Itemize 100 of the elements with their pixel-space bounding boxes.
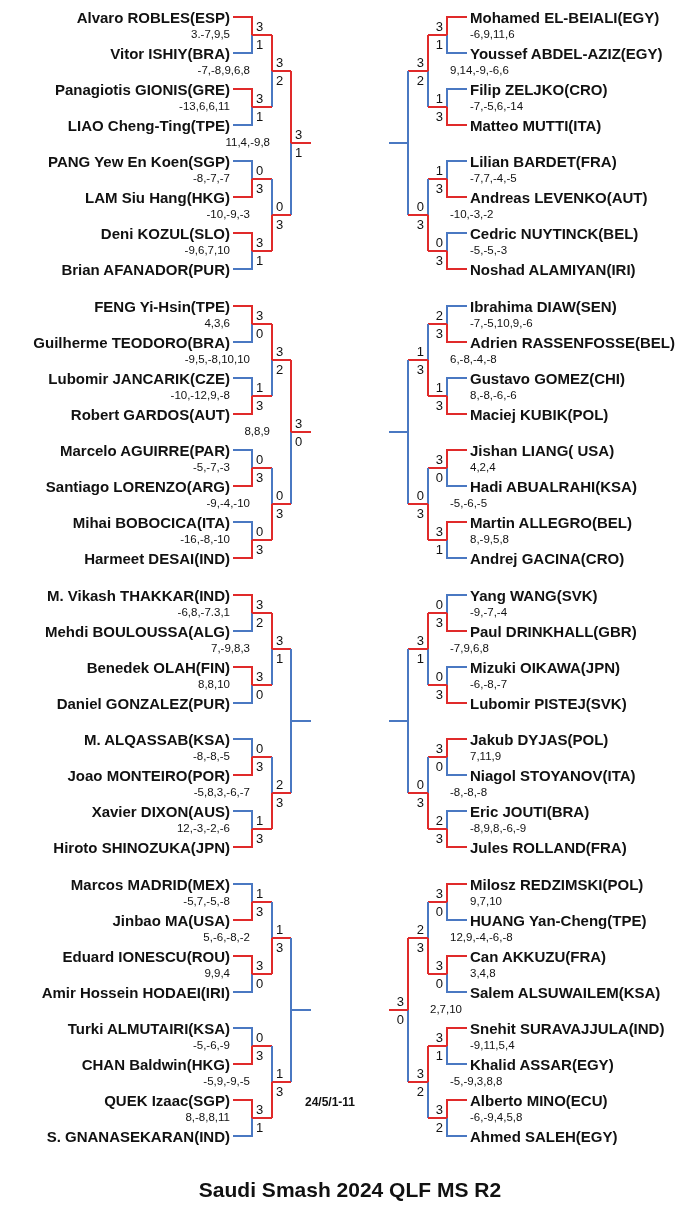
game-scores: -9,6,7,10	[184, 245, 230, 257]
player-name: Mizuki OIKAWA(JPN)	[470, 659, 620, 675]
set-score: 3	[256, 759, 264, 773]
set-score: 3	[276, 344, 284, 358]
set-score: 1	[435, 91, 443, 105]
set-score: 0	[256, 687, 264, 701]
game-scores: -5,-9,3,8,8	[450, 1076, 503, 1088]
player-name: Can AKKUZU(FRA)	[470, 948, 607, 964]
set-score: 1	[435, 163, 443, 177]
game-scores: -6,8,-7.3,1	[177, 607, 230, 619]
game-scores: 4,2,4	[470, 462, 496, 474]
set-score: 3	[416, 362, 424, 376]
player-name: Jules ROLLAND(FRA)	[470, 839, 627, 855]
player-name: Guilherme TEODORO(BRA)	[33, 334, 230, 350]
game-scores: -16,-8,-10	[180, 534, 230, 546]
set-score: 3	[435, 524, 443, 538]
player-name: Hadi ABUALRAHI(KSA)	[470, 478, 637, 494]
player-name: Adrien RASSENFOSSE(BEL)	[470, 334, 676, 350]
game-scores: -9,-4,-10	[206, 498, 250, 510]
game-scores: -5,-6,-5	[450, 498, 488, 510]
set-score: 3	[295, 416, 303, 430]
set-score: 0	[256, 741, 264, 755]
set-score: 3	[256, 235, 264, 249]
player-name: Robert GARDOS(AUT)	[70, 406, 230, 422]
set-score: 1	[256, 1120, 264, 1134]
player-name: LAM Siu Hang(HKG)	[85, 189, 230, 205]
game-scores: 5,-6,-8,-2	[203, 932, 250, 944]
player-name: Mehdi BOULOUSSA(ALG)	[45, 623, 230, 639]
set-score: 3	[435, 1102, 443, 1116]
set-score: 1	[435, 1048, 443, 1062]
set-score: 3	[276, 1084, 284, 1098]
player-name: Filip ZELJKO(CRO)	[470, 81, 608, 97]
set-score: 1	[295, 145, 303, 159]
player-name: Daniel GONZALEZ(PUR)	[56, 695, 230, 711]
date-label: 24/5/1-11	[305, 1096, 355, 1108]
player-name: S. GNANASEKARAN(IND)	[46, 1128, 230, 1144]
game-scores: 12,9,-4,-6,-8	[450, 932, 513, 944]
set-score: 0	[435, 597, 443, 611]
set-score: 3	[256, 669, 264, 683]
set-score: 3	[435, 831, 443, 845]
game-scores: 9,9,4	[204, 968, 230, 980]
set-score: 1	[256, 886, 264, 900]
game-scores: -9,-7,-4	[470, 607, 508, 619]
set-score: 0	[256, 976, 264, 990]
game-scores: 8,8,9	[244, 426, 270, 438]
set-score: 1	[256, 380, 264, 394]
game-scores: 3,4,8	[470, 968, 496, 980]
player-name: Deni KOZUL(SLO)	[100, 225, 230, 241]
set-score: 0	[416, 488, 424, 502]
set-score: 3	[435, 886, 443, 900]
player-name: Lubomir PISTEJ(SVK)	[470, 695, 627, 711]
game-scores: 7,11,9	[470, 751, 502, 763]
set-score: 3	[295, 127, 303, 141]
game-scores: -5,9,-9,-5	[203, 1076, 250, 1088]
set-score: 1	[256, 37, 264, 51]
set-score: 3	[256, 904, 264, 918]
game-scores: 11,4,-9,8	[225, 137, 270, 149]
set-score: 2	[256, 615, 264, 629]
player-name: Ibrahima DIAW(SEN)	[470, 298, 617, 314]
game-scores: 4,3,6	[204, 318, 230, 330]
game-scores: 8,-8,-6,-6	[470, 390, 517, 402]
set-score: 1	[256, 109, 264, 123]
set-score: 1	[435, 542, 443, 556]
player-name: Marcelo AGUIRRE(PAR)	[59, 442, 230, 458]
game-scores: -7,-8,9,6,8	[197, 65, 250, 77]
game-scores: -8,-8,-5	[192, 751, 230, 763]
set-score: 3	[396, 994, 404, 1008]
player-name: HUANG Yan-Cheng(TPE)	[470, 912, 647, 928]
set-score: 3	[435, 326, 443, 340]
player-name: Lubomir JANCARIK(CZE)	[48, 370, 230, 386]
player-name: Yang WANG(SVK)	[470, 587, 598, 603]
game-scores: -5,8,3,-6,-7	[193, 787, 250, 799]
set-score: 3	[435, 398, 443, 412]
set-score: 3	[256, 542, 264, 556]
game-scores: -7,-5,6,-14	[470, 101, 524, 113]
game-scores: -7,9,6,8	[450, 643, 489, 655]
game-scores: 7,-9,8,3	[211, 643, 250, 655]
set-score: 1	[416, 344, 424, 358]
set-score: 3	[435, 109, 443, 123]
set-score: 0	[435, 235, 443, 249]
set-score: 2	[435, 308, 443, 322]
set-score: 2	[416, 73, 424, 87]
player-name: Turki ALMUTAIRI(KSA)	[67, 1020, 230, 1036]
player-name: FENG Yi-Hsin(TPE)	[94, 298, 230, 314]
game-scores: -6,-9,4,5,8	[470, 1112, 523, 1124]
set-score: 1	[276, 651, 284, 665]
game-scores: -5,-5,-3	[470, 245, 508, 257]
set-score: 0	[435, 976, 443, 990]
game-scores: -5,-7,-3	[192, 462, 230, 474]
player-name: Benedek OLAH(FIN)	[86, 659, 230, 675]
player-name: PANG Yew En Koen(SGP)	[48, 153, 230, 169]
player-name: Paul DRINKHALL(GBR)	[470, 623, 637, 639]
player-name: Lilian BARDET(FRA)	[470, 153, 617, 169]
set-score: 2	[416, 922, 424, 936]
set-score: 1	[276, 1066, 284, 1080]
set-score: 3	[435, 19, 443, 33]
game-scores: -13,6,6,11	[179, 101, 230, 113]
game-scores: -10,-9,-3	[206, 209, 250, 221]
title: Saudi Smash 2024 QLF MS R2	[197, 1178, 503, 1202]
player-name: Martin ALLEGRO(BEL)	[470, 514, 632, 530]
